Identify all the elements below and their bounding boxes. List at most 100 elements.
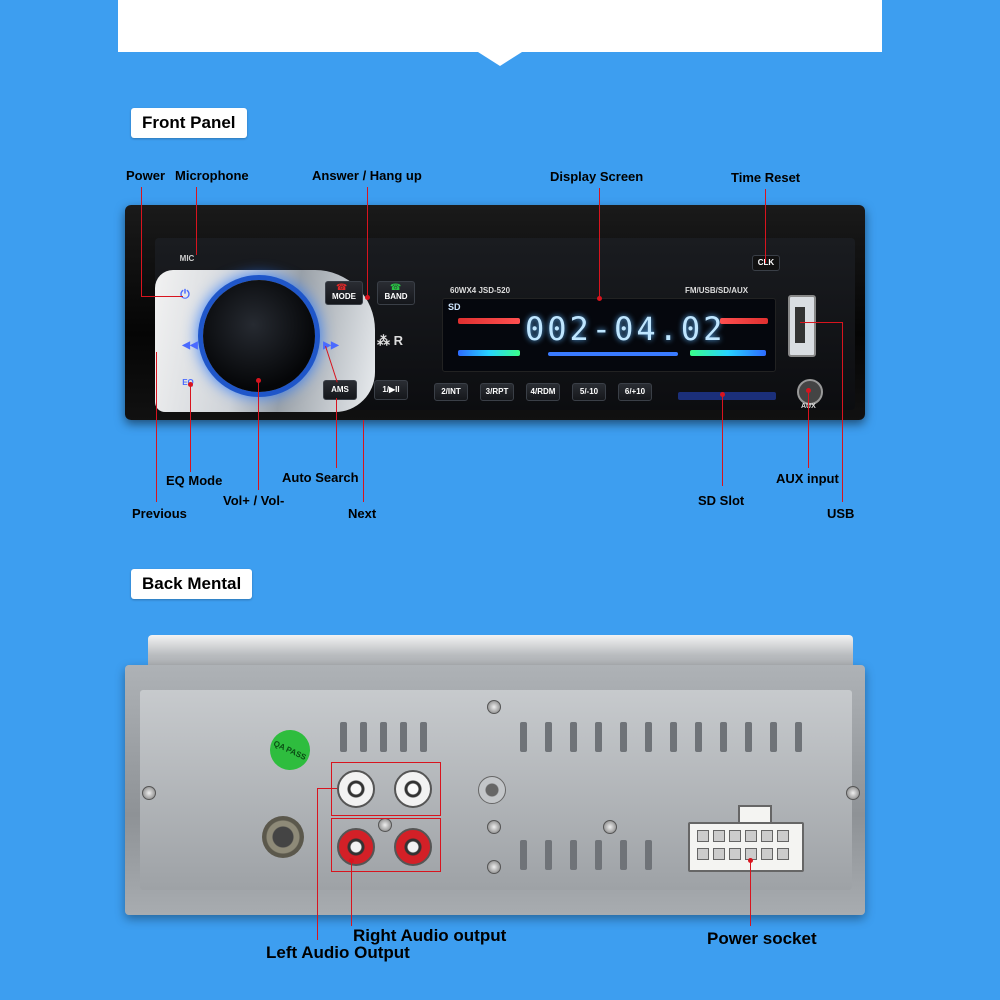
pin [713,830,725,842]
vent [545,722,552,752]
vent [340,722,347,752]
rca-left-red[interactable] [337,828,375,866]
sources-label: FM/USB/SD/AUX [685,286,749,295]
mode-button[interactable]: MODE [325,281,363,305]
line-answer [367,187,368,297]
mode-label: MODE [332,292,356,301]
right-audio-box [331,818,441,872]
rca-right-red[interactable] [394,828,432,866]
rdm-button[interactable]: 4/RDM [526,383,560,401]
left-audio-box [331,762,441,816]
callout-usb: USB [827,506,855,521]
callout-left-audio: Left Audio Output [266,943,410,962]
callout-auto-search: Auto Search [282,470,359,485]
top-banner [118,0,882,66]
pin [777,830,789,842]
vent [360,722,367,752]
callout-right-audio: Right Audio output [353,926,507,945]
sd-card-slot[interactable] [678,392,776,400]
callout-microphone: Microphone [175,168,249,183]
screw [487,820,501,834]
vent [770,722,777,752]
line-previous [156,352,157,502]
volume-knob[interactable] [203,280,315,392]
pin [777,848,789,860]
pin [729,830,741,842]
line-left-audio [317,788,318,940]
next-icon[interactable]: ▶▶ [323,340,339,351]
callout-previous: Previous [132,506,187,521]
antenna-socket[interactable] [262,816,304,858]
ground-post [478,776,506,804]
dot-aux [806,388,811,393]
display-bar-right-red [720,318,768,324]
pin [697,830,709,842]
vent [645,722,652,752]
usb-port[interactable] [788,295,816,357]
line-aux [808,390,809,468]
band-label: BAND [384,292,408,301]
line-power [141,187,142,297]
play-pause-button[interactable]: 1/▶II [374,380,408,400]
callout-eq-mode: EQ Mode [166,473,223,488]
vent [545,840,552,870]
dot-sd [720,392,725,397]
vent [570,840,577,870]
vent [620,840,627,870]
vent [720,722,727,752]
pin [713,848,725,860]
line-sd-slot [722,394,723,486]
clk-button[interactable]: CLK [752,255,780,271]
callout-next: Next [348,506,377,521]
front-panel-title: Front Panel [131,108,247,138]
int-button[interactable]: 2/INT [434,383,468,401]
previous-icon[interactable]: ◀◀ [182,340,198,351]
vent [380,722,387,752]
line-usb [842,322,843,502]
ir-receiver-icon: ⁂ R [377,333,403,348]
answer-icon: ☎ [390,282,402,292]
line-next [363,420,364,502]
dot-eq [188,382,193,387]
plus10-button[interactable]: 6/+10 [618,383,652,401]
line-time-reset [765,189,766,263]
screw [142,786,156,800]
rpt-button[interactable]: 3/RPT [480,383,514,401]
power-icon[interactable]: ⏻ [180,287,190,301]
dot-power-socket [748,858,753,863]
line-right-audio [351,860,352,926]
line-usb-h [800,322,842,323]
line-power-h [141,296,183,297]
callout-display-screen: Display Screen [550,169,644,184]
vent [795,722,802,752]
display-bar-center [548,352,678,356]
pin [761,830,773,842]
callout-power: Power [126,168,166,183]
screw [487,700,501,714]
dot-right-audio [349,858,354,863]
ams-button[interactable]: AMS [323,380,357,400]
vent [570,722,577,752]
vent [520,722,527,752]
screw [603,820,617,834]
vent [595,840,602,870]
rca-left-white[interactable] [337,770,375,808]
dot-vol [256,378,261,383]
banner-notch [478,52,522,66]
line-left-audio-h [317,788,337,789]
band-button[interactable]: BAND [377,281,415,305]
vent [400,722,407,752]
vent [420,722,427,752]
callout-aux-input: AUX input [776,471,839,486]
vent [670,722,677,752]
pin [761,848,773,860]
mic-label: MIC [179,254,195,263]
vent [595,722,602,752]
vent [620,722,627,752]
minus10-button[interactable]: 5/-10 [572,383,606,401]
callout-sd-slot: SD Slot [698,493,745,508]
rca-right-white[interactable] [394,770,432,808]
line-microphone [196,187,197,255]
dot-display [597,296,602,301]
vent [645,840,652,870]
